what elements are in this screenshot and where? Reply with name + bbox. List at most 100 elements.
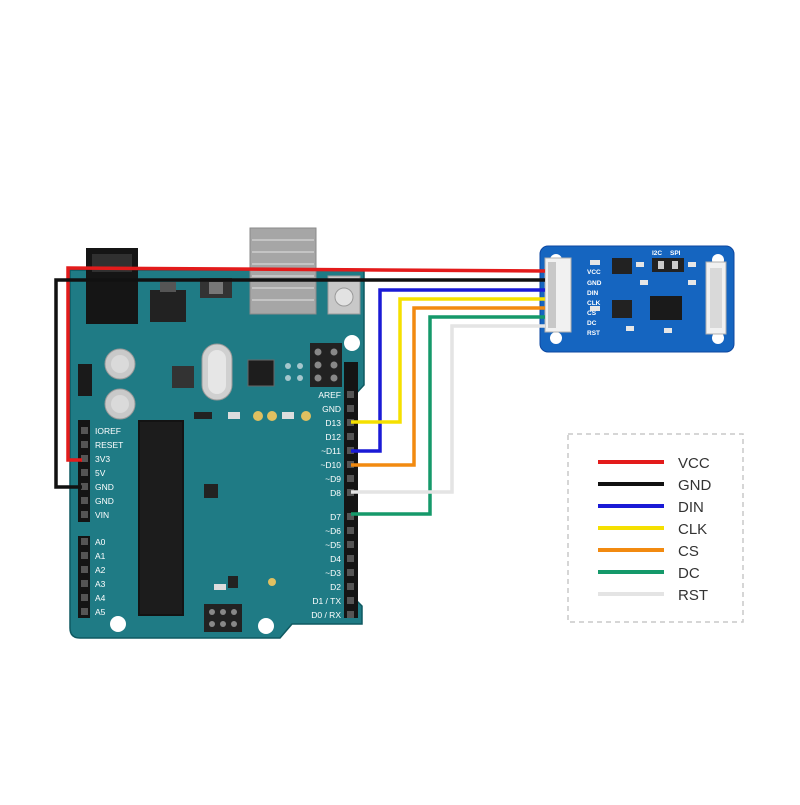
wire-cs — [351, 306, 545, 467]
diode — [78, 364, 92, 396]
legend-label: CLK — [678, 521, 707, 538]
module-pin-labels: VCC GND DIN CLK CS DC RST — [587, 269, 602, 337]
digital-pin-label: D12 — [325, 432, 341, 442]
header-pin — [347, 527, 354, 534]
header-pin — [347, 555, 354, 562]
module-pin-label: CLK — [587, 300, 601, 307]
header-pin — [81, 469, 88, 476]
header-pin — [81, 566, 88, 573]
module-pin-label: VCC — [587, 269, 601, 276]
header-pin — [347, 611, 354, 618]
wire-vcc — [66, 266, 546, 462]
analog-pin-label: A1 — [95, 551, 106, 561]
header-pin — [347, 433, 354, 440]
analog-header — [78, 536, 90, 618]
digital-pin-label: D2 — [330, 582, 341, 592]
module-chip — [612, 300, 632, 318]
legend-label: DC — [678, 565, 700, 582]
header-pin — [81, 608, 88, 615]
module-pin-label: RST — [587, 330, 600, 337]
power-pin-label: GND — [95, 496, 114, 506]
analog-pin-label: A0 — [95, 537, 106, 547]
analog-pin-label: A5 — [95, 607, 106, 617]
power-pin-label: 5V — [95, 468, 106, 478]
header-pin — [347, 419, 354, 426]
analog-pin-label: A4 — [95, 593, 106, 603]
power-pin-label: GND — [95, 482, 114, 492]
header-pin — [81, 511, 88, 518]
legend-label: GND — [678, 477, 712, 494]
header-pin — [81, 483, 88, 490]
mounting-hole — [344, 335, 360, 351]
digital-pin-label: ~D9 — [325, 474, 341, 484]
module-pin-label: CS — [587, 310, 597, 317]
digital-pin-label: D13 — [325, 418, 341, 428]
power-pin-label: RESET — [95, 440, 123, 450]
wire-din — [351, 288, 545, 453]
wire-rst — [351, 324, 545, 494]
legend-box — [567, 433, 744, 623]
digital-pin-label: D7 — [330, 512, 341, 522]
header-pin — [347, 391, 354, 398]
header-pin — [347, 489, 354, 496]
power-pin-label: 3V3 — [95, 454, 110, 464]
mounting-hole — [258, 618, 274, 634]
header-pin — [347, 405, 354, 412]
header-pin — [81, 441, 88, 448]
icsp-header — [310, 343, 342, 387]
header-pin — [347, 597, 354, 604]
digital-pin-label: ~D10 — [320, 460, 341, 470]
digital-pin-label: D1 / TX — [312, 596, 341, 606]
digital-pin-label: ~D3 — [325, 568, 341, 578]
wire-dc — [351, 315, 545, 516]
header-pin — [81, 455, 88, 462]
header-pin — [347, 541, 354, 548]
module-pin-label: DIN — [587, 290, 599, 297]
header-pin — [81, 538, 88, 545]
mounting-hole — [712, 332, 724, 344]
module-pin-label: DC — [587, 320, 597, 327]
display-driver-module: VCC GND DIN CLK CS DC RST I2C SPI — [539, 245, 735, 353]
small-ic — [247, 359, 275, 387]
analog-pin-label: A2 — [95, 565, 106, 575]
digital-pin-label: ~D5 — [325, 540, 341, 550]
wires — [54, 266, 546, 516]
digital-pin-label: D8 — [330, 488, 341, 498]
header-pin — [347, 583, 354, 590]
status-leds — [194, 411, 311, 421]
power-pin-label: IOREF — [95, 426, 121, 436]
module-chip — [612, 258, 632, 274]
legend-label: VCC — [678, 455, 710, 472]
digital-pin-label: GND — [322, 404, 341, 414]
header-pin — [81, 552, 88, 559]
voltage-regulator — [150, 290, 186, 322]
bus-label-i2c: I2C — [652, 250, 662, 257]
wire-gnd — [54, 278, 545, 489]
digital-pin-label: D4 — [330, 554, 341, 564]
header-pin — [81, 580, 88, 587]
power-pin-label: VIN — [95, 510, 109, 520]
legend-label: RST — [678, 587, 708, 604]
icsp-header-bottom — [204, 604, 242, 632]
digital-pin-label: ~D6 — [325, 526, 341, 536]
digital-pin-label: AREF — [318, 390, 341, 400]
mounting-hole — [550, 332, 562, 344]
digital-pin-label: D0 / RX — [311, 610, 341, 620]
mounting-hole — [110, 616, 126, 632]
legend-label: DIN — [678, 499, 704, 516]
header-pin — [347, 461, 354, 468]
reset-button-cap — [334, 287, 354, 307]
legend-label: CS — [678, 543, 699, 560]
bus-label-spi: SPI — [670, 250, 681, 257]
header-pin — [347, 513, 354, 520]
header-pin — [81, 594, 88, 601]
bus-switch — [652, 258, 684, 272]
header-pin — [347, 475, 354, 482]
analog-pin-label: A3 — [95, 579, 106, 589]
module-pin-label: GND — [587, 280, 602, 287]
header-pin — [347, 447, 354, 454]
digital-pin-label: ~D11 — [321, 446, 341, 456]
legend: VCC GND DIN CLK CS DC RST — [567, 433, 744, 623]
